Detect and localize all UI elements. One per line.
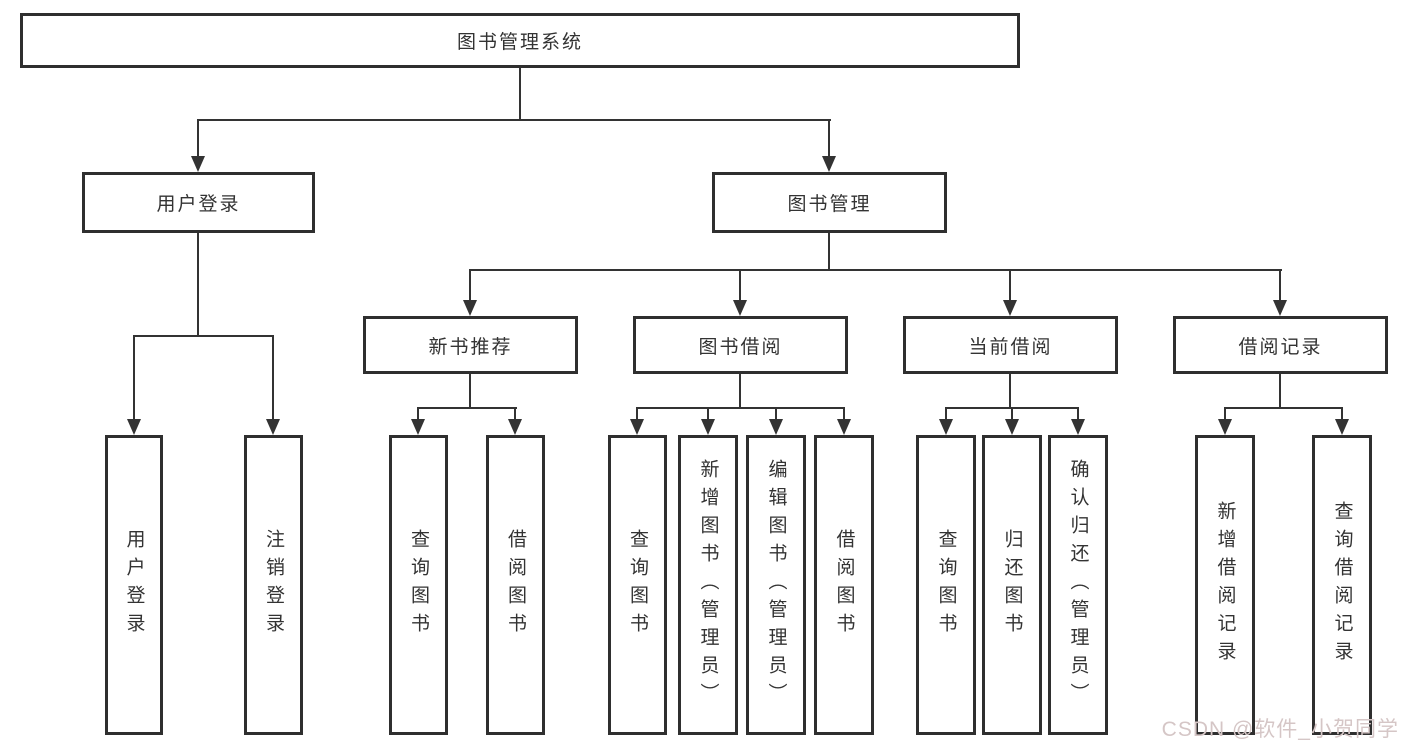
connector-line [272, 335, 274, 419]
arrow-down-icon [939, 419, 953, 435]
leaf-query-books-borrow: 查询图书 [608, 435, 667, 735]
connector-line [1341, 407, 1343, 419]
node-current-borrowing: 当前借阅 [903, 316, 1118, 374]
connector-line [1009, 269, 1011, 300]
connector-line [739, 269, 741, 300]
connector-line [1077, 407, 1079, 419]
connector-line [1279, 269, 1281, 300]
connector-line [828, 119, 830, 160]
arrow-down-icon [1003, 300, 1017, 316]
node-book-management: 图书管理 [712, 172, 947, 233]
connector-line [469, 374, 471, 408]
leaf-query-borrow-record: 查询借阅记录 [1312, 435, 1372, 735]
node-root: 图书管理系统 [20, 13, 1020, 68]
leaf-add-books-admin: 新增图书（管理员） [678, 435, 738, 735]
leaf-user-login: 用户登录 [105, 435, 163, 735]
arrow-down-icon [1273, 300, 1287, 316]
arrow-down-icon [1335, 419, 1349, 435]
node-borrowing-records: 借阅记录 [1173, 316, 1388, 374]
arrow-down-icon [191, 156, 205, 172]
arrow-down-icon [1005, 419, 1019, 435]
arrow-down-icon [266, 419, 280, 435]
connector-line [1011, 407, 1013, 419]
connector-line [828, 233, 830, 270]
connector-line [197, 119, 831, 121]
connector-line [417, 407, 419, 419]
arrow-down-icon [1071, 419, 1085, 435]
connector-line [636, 407, 638, 419]
node-new-book-recommend: 新书推荐 [363, 316, 578, 374]
connector-line [1224, 407, 1226, 419]
arrow-down-icon [1218, 419, 1232, 435]
arrow-down-icon [701, 419, 715, 435]
leaf-query-books-recommend: 查询图书 [389, 435, 448, 735]
connector-line [739, 374, 741, 408]
connector-line [1224, 407, 1343, 409]
arrow-down-icon [733, 300, 747, 316]
leaf-borrow-books: 借阅图书 [814, 435, 874, 735]
connector-line [707, 407, 709, 419]
arrow-down-icon [411, 419, 425, 435]
connector-line [469, 269, 471, 300]
node-user-login: 用户登录 [82, 172, 315, 233]
leaf-query-books-current: 查询图书 [916, 435, 976, 735]
connector-line [197, 233, 199, 336]
connector-line [469, 269, 1282, 271]
connector-line [775, 407, 777, 419]
connector-line [1279, 374, 1281, 408]
connector-line [133, 335, 135, 419]
arrow-down-icon [508, 419, 522, 435]
leaf-add-borrow-record: 新增借阅记录 [1195, 435, 1255, 735]
connector-line [1009, 374, 1011, 408]
leaf-confirm-return-admin: 确认归还（管理员） [1048, 435, 1108, 735]
arrow-down-icon [127, 419, 141, 435]
node-book-borrowing: 图书借阅 [633, 316, 848, 374]
arrow-down-icon [822, 156, 836, 172]
connector-line [843, 407, 845, 419]
connector-line [519, 68, 521, 120]
connector-line [133, 335, 274, 337]
arrow-down-icon [630, 419, 644, 435]
arrow-down-icon [837, 419, 851, 435]
connector-line [417, 407, 517, 409]
connector-line [636, 407, 845, 409]
connector-line [197, 119, 199, 160]
leaf-borrow-books-recommend: 借阅图书 [486, 435, 545, 735]
connector-line [514, 407, 516, 419]
arrow-down-icon [769, 419, 783, 435]
leaf-edit-books-admin: 编辑图书（管理员） [746, 435, 806, 735]
leaf-logout: 注销登录 [244, 435, 303, 735]
csdn-watermark: CSDN @软件_小贺同学 [1161, 718, 1399, 741]
leaf-return-books: 归还图书 [982, 435, 1042, 735]
arrow-down-icon [463, 300, 477, 316]
connector-line [945, 407, 947, 419]
